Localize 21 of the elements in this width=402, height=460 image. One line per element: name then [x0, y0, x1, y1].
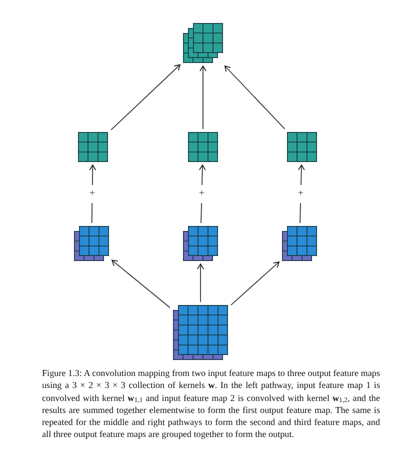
arrow [197, 264, 204, 302]
arrow [224, 66, 286, 130]
kernel-stack [282, 226, 317, 261]
arrow [110, 64, 180, 130]
input-feature-map-stack [173, 305, 228, 360]
arrow [112, 260, 170, 308]
arrow [200, 66, 206, 130]
kernel-stack [74, 226, 109, 261]
arrow [230, 261, 280, 306]
arrow [89, 164, 96, 224]
kernel-stack [183, 226, 218, 261]
edge-label: + [88, 185, 96, 203]
output-feature-map-stack [183, 23, 223, 63]
feature-map-grid [188, 132, 218, 162]
edge-label: + [198, 185, 206, 203]
edge-label: + [296, 185, 305, 203]
arrow [298, 164, 305, 224]
figure-caption: Figure 1.3: A convolution mapping from two input feature maps to three output feature maps using a 3 × 2 × 3 × 3 collection of kernels w. In the left pathway, input feature map 1 is convolved with kernel w$_{1,1}$ and input feature map 2 is convolved with kernel w$_{1,2}$, and the results are summed together elementwise to form the first output feature map. The same is repeated for the middle and right pathways to form the second and third feature maps, and all three output feature maps are grouped together to form the output. [42, 367, 380, 441]
feature-map-grid [78, 132, 108, 162]
feature-map-grid [287, 132, 317, 162]
arrow [198, 164, 206, 224]
